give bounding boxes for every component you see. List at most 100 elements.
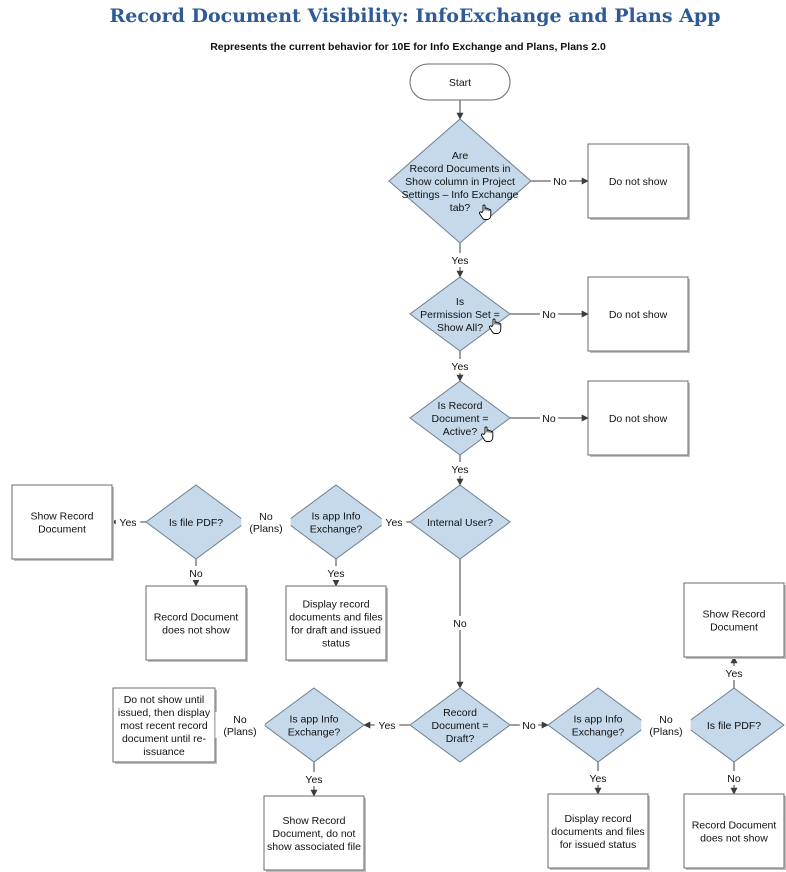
edge-label: No	[189, 568, 203, 580]
edge-label-bg	[301, 772, 327, 786]
process-shape	[11, 484, 113, 560]
node-label: Is file PDF?	[707, 720, 761, 732]
process-shape	[587, 276, 689, 352]
edge-label: No	[542, 309, 556, 321]
edge-label-bg	[641, 712, 691, 738]
decision-shape	[547, 687, 649, 763]
edge-label: Yes	[305, 774, 322, 786]
process-shape	[683, 793, 785, 869]
edge-label: Yes	[385, 517, 402, 529]
edge-label: No	[522, 720, 536, 732]
decision-node-d_internal: Internal User?	[409, 484, 511, 560]
node-label: Do not show	[609, 413, 668, 425]
edge-label: No(Plans)	[249, 511, 282, 535]
edge-label-bg	[186, 566, 206, 580]
process-shape	[285, 585, 387, 661]
node-label: Start	[449, 77, 471, 89]
edge-label-bg	[447, 462, 473, 476]
edge-label: Yes	[451, 464, 468, 476]
edge-label: No	[553, 176, 567, 188]
diagram-title: Record Document Visibility: InfoExchange…	[109, 5, 720, 27]
edge-label-bg	[215, 712, 265, 738]
decision-shape	[683, 687, 785, 763]
process-shape	[587, 143, 689, 219]
decision-shape	[409, 484, 511, 560]
edge-label: Yes	[725, 668, 742, 680]
process-shape	[547, 793, 649, 869]
decision-shape	[388, 118, 532, 244]
edge-label: No(Plans)	[649, 714, 682, 738]
edge-label: Yes	[378, 720, 395, 732]
edge-label: Yes	[589, 773, 606, 785]
process-shape	[587, 380, 689, 456]
process-shape	[145, 585, 247, 661]
edge-label-bg	[539, 307, 559, 321]
node-label: Is file PDF?	[169, 517, 223, 529]
decision-shape	[285, 484, 387, 560]
edge-label-bg	[539, 411, 559, 425]
edge-label-bg	[585, 771, 611, 785]
edge-label: Yes	[327, 568, 344, 580]
terminal-shape	[409, 63, 511, 101]
decision-node-d_pdf_2: Is file PDF?	[683, 687, 785, 763]
decision-shape	[409, 687, 511, 763]
edge-label-bg	[323, 566, 349, 580]
node-label: Do not show	[609, 176, 668, 188]
edge-label: No	[542, 413, 556, 425]
process-shape	[112, 687, 216, 763]
hand-cursor-icon	[488, 318, 502, 334]
process-node-b_not_show_3: Do not show	[587, 380, 690, 457]
edge-label: No	[453, 618, 467, 630]
edge-label-bg	[381, 515, 407, 529]
edge-label-bg	[721, 666, 747, 680]
process-shape	[263, 795, 365, 871]
edge-label-bg	[447, 253, 473, 267]
edge-label-bg	[115, 515, 141, 529]
edge-label: Yes	[451, 361, 468, 373]
terminal-node-start: Start	[409, 63, 511, 101]
decision-shape	[409, 276, 511, 352]
node-label: Internal User?	[427, 517, 493, 529]
edge-label-bg	[519, 718, 539, 732]
node-label: Do not show	[609, 309, 668, 321]
edge-label-bg	[450, 616, 470, 630]
diagram-subtitle: Represents the current behavior for 10E …	[210, 41, 606, 53]
edge-label-bg	[447, 359, 473, 373]
edge-label-bg	[374, 718, 400, 732]
edge-label: Yes	[119, 517, 136, 529]
cursor-layer	[478, 204, 502, 442]
edge-label-bg	[724, 771, 744, 785]
process-node-b_not_show_1: Do not show	[587, 143, 690, 220]
edge-label: No	[727, 773, 741, 785]
